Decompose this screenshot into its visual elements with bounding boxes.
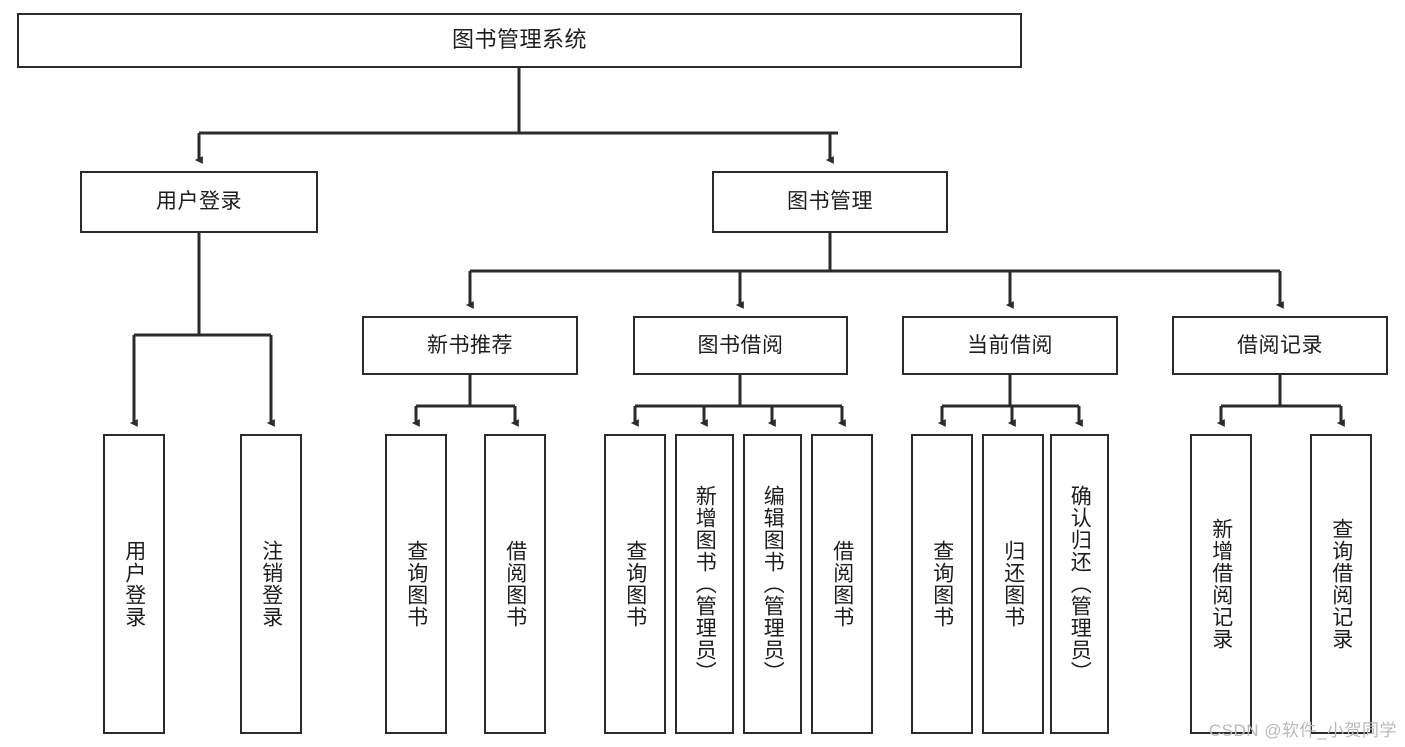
node-label: 用户登录 (122, 540, 146, 628)
node-leaf-confirm-return[interactable]: 确认归还（管理员） (1050, 434, 1109, 734)
node-user-login[interactable]: 用户登录 (80, 171, 318, 233)
node-label: 新书推荐 (427, 333, 513, 357)
node-leaf-borrow-book-1[interactable]: 借阅图书 (484, 434, 546, 734)
node-leaf-borrow-book-2[interactable]: 借阅图书 (811, 434, 873, 734)
node-leaf-edit-book[interactable]: 编辑图书（管理员） (743, 434, 802, 734)
node-new-book-recommend[interactable]: 新书推荐 (362, 316, 578, 375)
node-label: 图书借阅 (697, 333, 784, 357)
node-leaf-query-book-3[interactable]: 查询图书 (911, 434, 973, 734)
node-leaf-query-book-1[interactable]: 查询图书 (385, 434, 447, 734)
node-label: 归还图书 (1001, 540, 1025, 628)
node-leaf-add-borrow-record[interactable]: 新增借阅记录 (1190, 434, 1252, 734)
node-label: 借阅记录 (1237, 333, 1323, 357)
node-label: 注销登录 (259, 540, 283, 628)
node-label: 新增图书（管理员） (693, 485, 717, 683)
node-label: 查询借阅记录 (1329, 518, 1353, 650)
node-label: 确认归还（管理员） (1068, 485, 1092, 683)
node-leaf-query-borrow-record[interactable]: 查询借阅记录 (1310, 434, 1372, 734)
node-label: 图书管理 (787, 190, 873, 214)
node-leaf-add-book[interactable]: 新增图书（管理员） (675, 434, 734, 734)
node-label: 编辑图书（管理员） (761, 485, 785, 683)
node-leaf-logout[interactable]: 注销登录 (240, 434, 302, 734)
node-leaf-user-login[interactable]: 用户登录 (103, 434, 165, 734)
node-label: 当前借阅 (967, 333, 1053, 357)
node-label: 查询图书 (404, 540, 428, 628)
node-book-borrow[interactable]: 图书借阅 (633, 316, 848, 375)
node-label: 借阅图书 (830, 540, 854, 628)
node-borrow-record[interactable]: 借阅记录 (1172, 316, 1388, 375)
node-book-management[interactable]: 图书管理 (712, 171, 948, 233)
node-label: 查询图书 (623, 540, 647, 628)
node-label: 查询图书 (930, 540, 954, 628)
node-leaf-return-book[interactable]: 归还图书 (982, 434, 1044, 734)
node-book-management-system[interactable]: 图书管理系统 (17, 13, 1022, 68)
node-current-borrow[interactable]: 当前借阅 (902, 316, 1118, 375)
csdn-watermark: CSDN @软件_小贺同学 (1208, 721, 1397, 740)
node-label: 用户登录 (156, 190, 242, 214)
node-leaf-query-book-2[interactable]: 查询图书 (604, 434, 666, 734)
node-label: 图书管理系统 (451, 27, 587, 53)
node-label: 借阅图书 (503, 540, 527, 628)
node-label: 新增借阅记录 (1209, 518, 1233, 650)
